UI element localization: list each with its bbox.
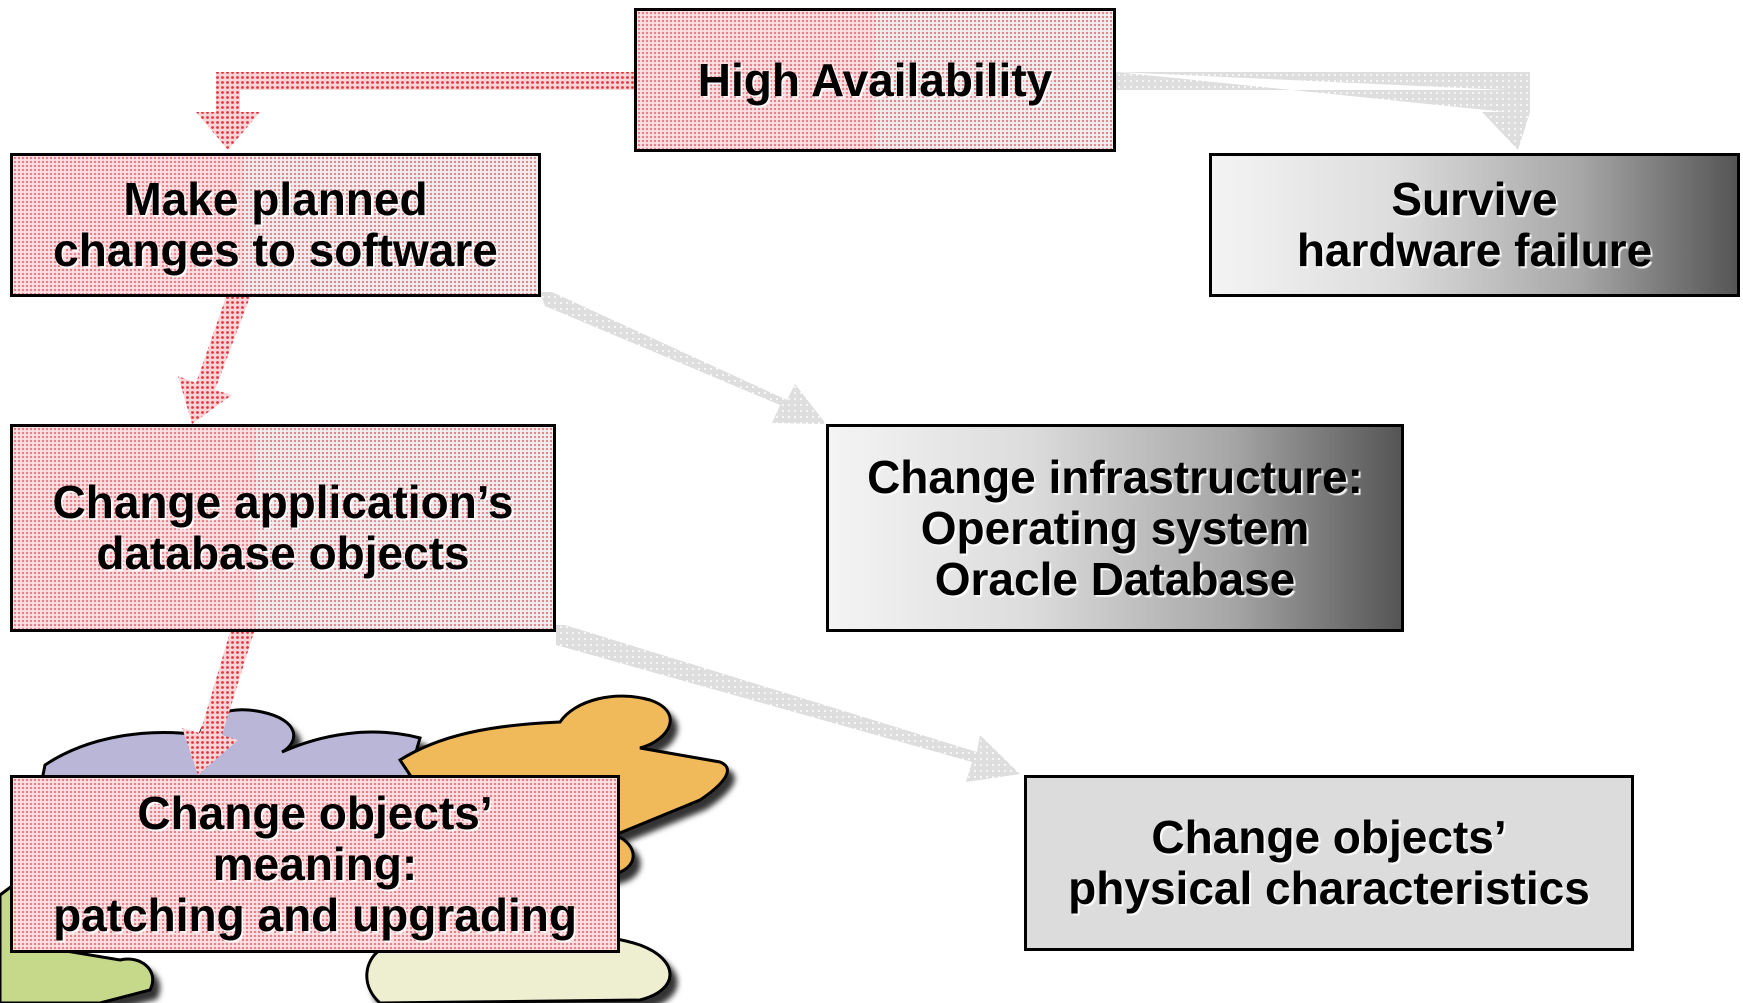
node-label: Survive hardware failure bbox=[1296, 173, 1653, 276]
node-label: Change application’s database objects bbox=[52, 476, 514, 579]
arrow-appobj-to-physical bbox=[556, 625, 1020, 782]
puzzle-piece-green bbox=[0, 877, 155, 1003]
node-change-infrastructure: Change infrastructure: Operating system … bbox=[826, 424, 1404, 632]
node-physical-characteristics: Change objects’ physical characteristics bbox=[1024, 775, 1634, 951]
node-planned-changes: Make planned changes to software bbox=[10, 153, 541, 297]
puzzle-piece-purple bbox=[38, 708, 422, 792]
node-label: High Availability bbox=[697, 53, 1053, 106]
node-objects-meaning: Change objects’ meaning: patching and up… bbox=[10, 775, 620, 953]
node-label: Change objects’ meaning: patching and up… bbox=[53, 786, 577, 941]
node-high-availability: High Availability bbox=[634, 8, 1116, 152]
arrow-ha-to-survive bbox=[1116, 72, 1530, 150]
node-label: Make planned changes to software bbox=[53, 173, 498, 276]
arrow-appobj-to-meaning bbox=[182, 632, 254, 775]
arrow-planned-to-appobj bbox=[178, 297, 250, 424]
arrow-planned-to-infra bbox=[540, 292, 826, 424]
node-app-database-objects: Change application’s database objects bbox=[10, 424, 556, 632]
node-label: Change objects’ physical characteristics bbox=[1068, 811, 1590, 914]
node-label: Change infrastructure: Operating system … bbox=[867, 450, 1363, 605]
node-survive-hardware-failure: Survive hardware failure bbox=[1209, 153, 1740, 297]
arrow-ha-to-planned bbox=[196, 72, 634, 150]
